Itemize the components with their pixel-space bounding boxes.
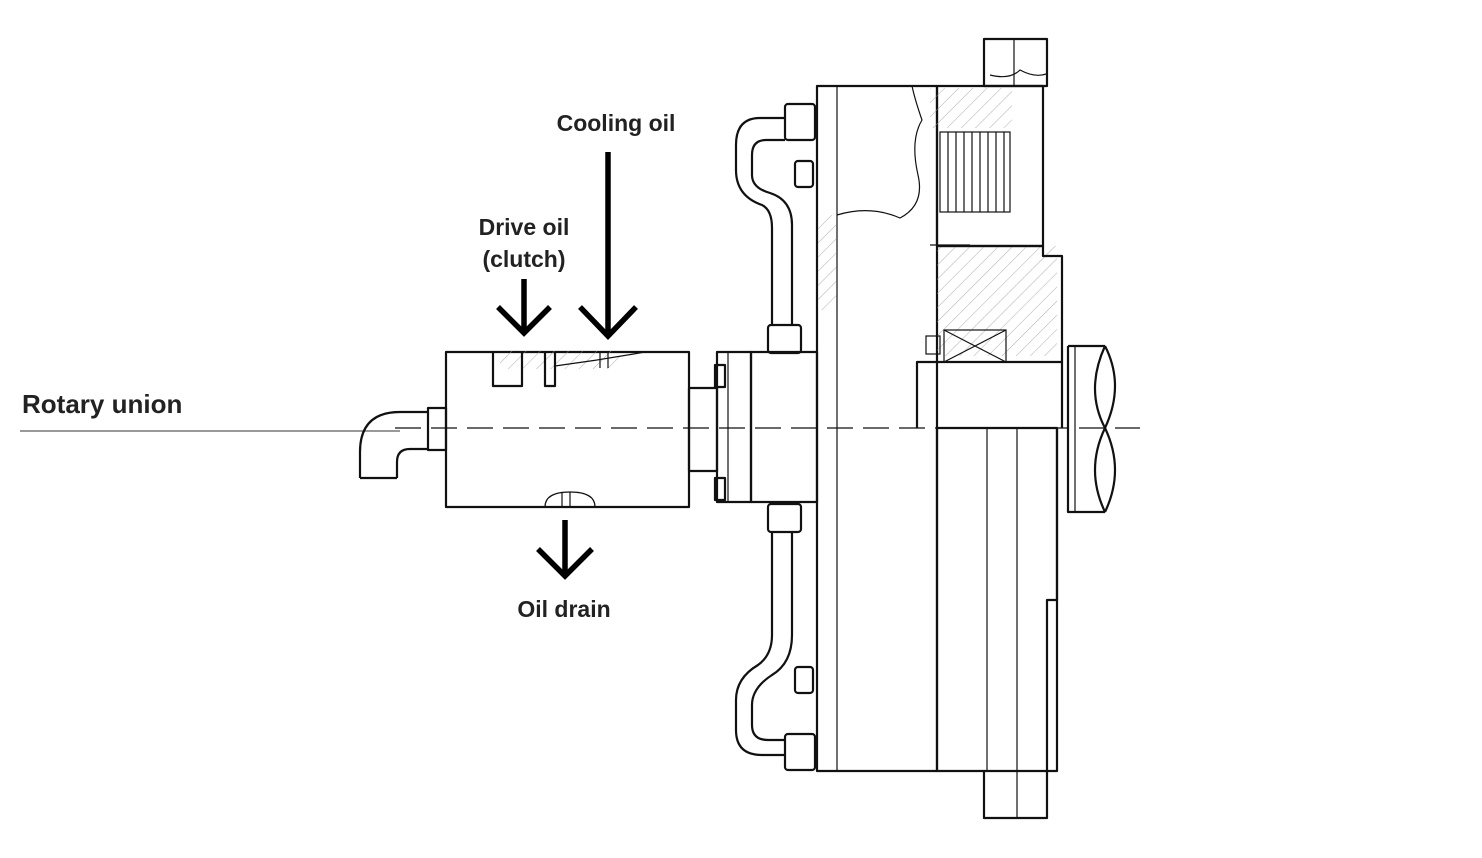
union-shaft	[687, 350, 819, 504]
drive-oil-arrow	[496, 279, 552, 337]
lower-oil-pipe	[734, 502, 817, 772]
cooling-oil-arrow	[578, 152, 638, 340]
cooling-oil-label: Cooling oil	[557, 110, 676, 136]
rotary-union-body	[444, 350, 691, 509]
drive-oil-label: Drive oil	[479, 214, 570, 240]
output-shaft	[1066, 344, 1117, 514]
rotary-union-label: Rotary union	[22, 389, 182, 419]
inlet-elbow-pipe	[358, 406, 448, 480]
clutch-housing	[815, 37, 1064, 820]
clutch-plate-pack	[939, 131, 1011, 213]
oil-drain-label: Oil drain	[517, 596, 610, 622]
drive-oil-label-clutch: (clutch)	[482, 246, 565, 272]
oil-drain-arrow	[536, 520, 594, 580]
upper-oil-pipe	[734, 102, 817, 355]
